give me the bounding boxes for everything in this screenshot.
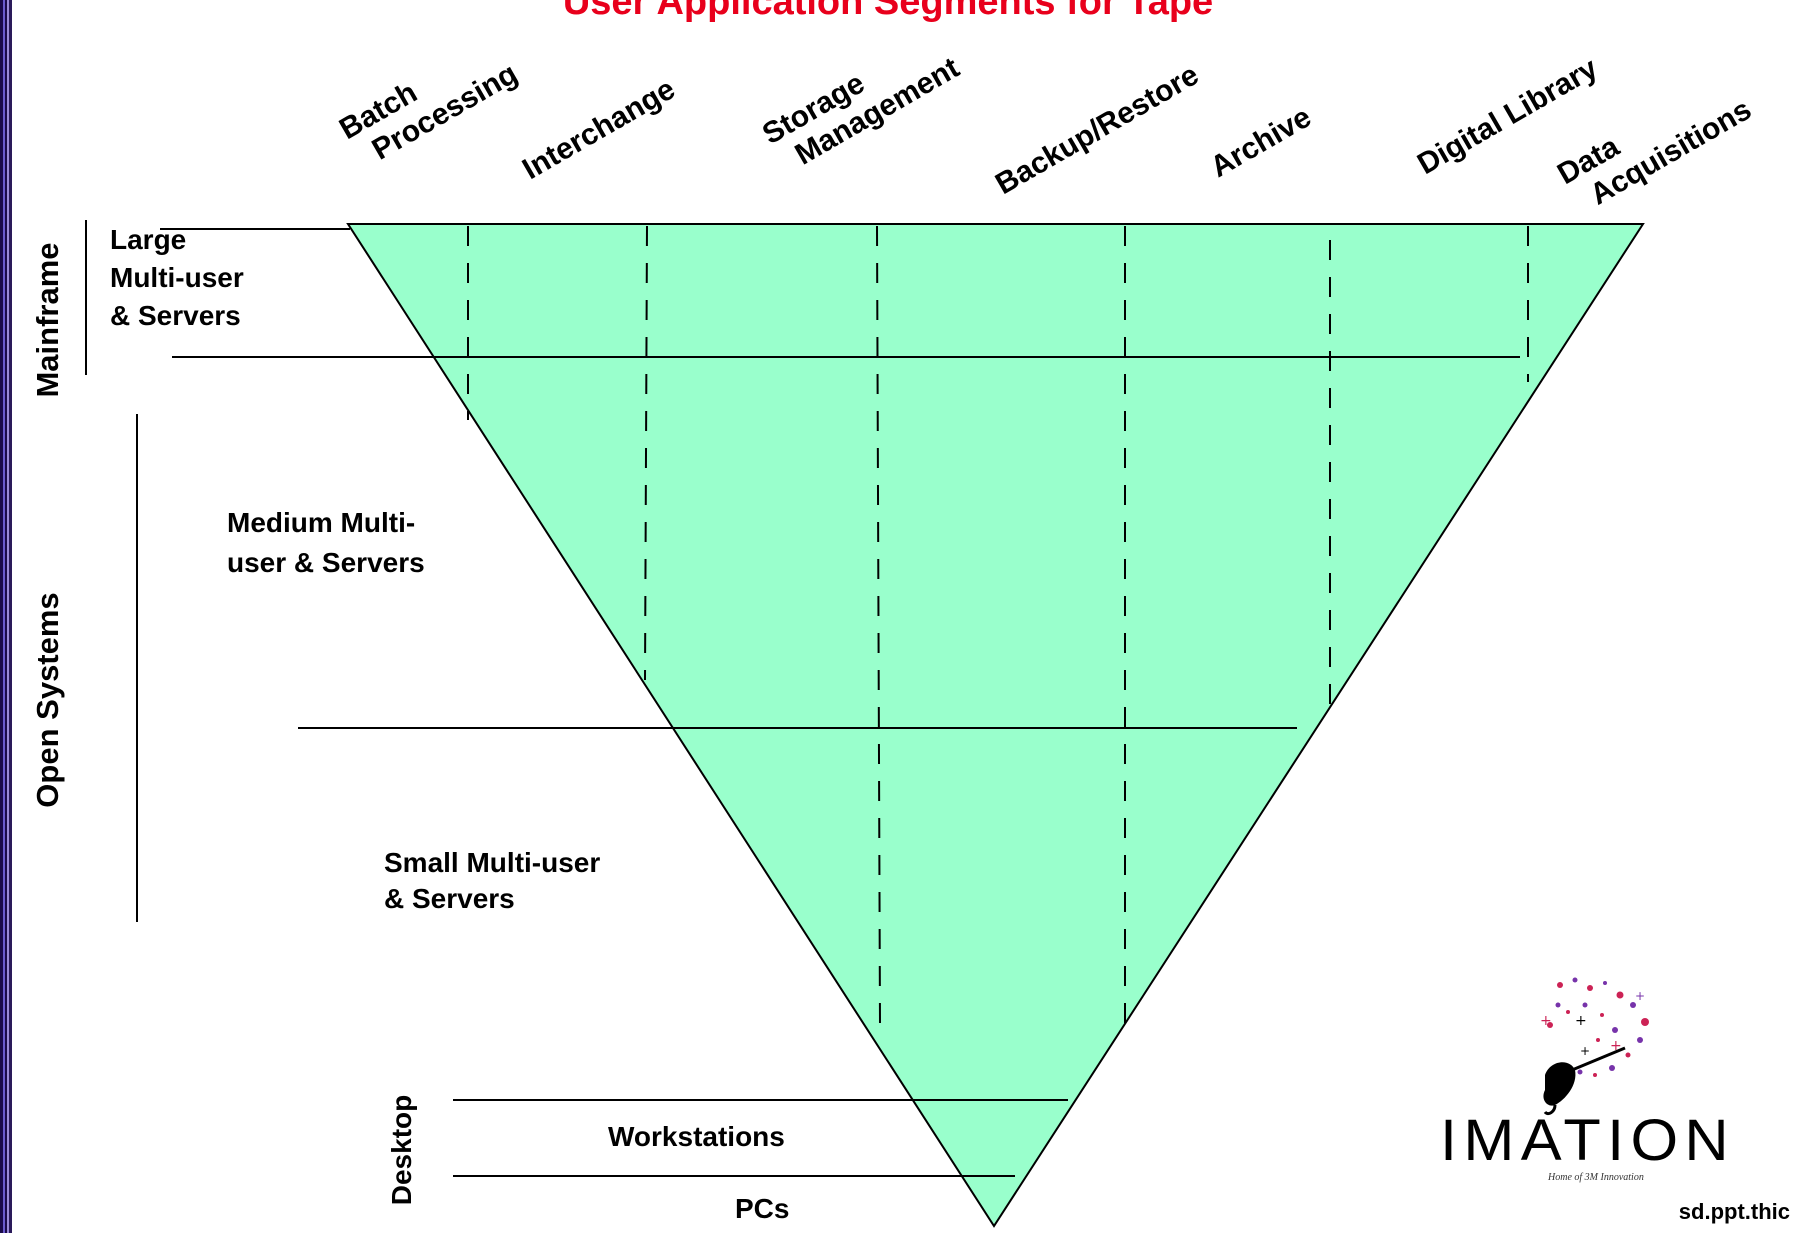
- column-label-storage-management: Storage Management: [757, 51, 965, 171]
- row-label-small-line1: Small Multi-user: [384, 847, 600, 878]
- column-label-interchange-line1: Interchange: [517, 72, 681, 186]
- slide-footer: sd.ppt.thic: [1679, 1199, 1790, 1224]
- svg-text:+: +: [1610, 1038, 1622, 1054]
- left-border-stripe: [0, 0, 12, 1233]
- group-label-open-systems: Open Systems: [30, 592, 65, 807]
- row-label-medium: Medium Multi- user & Servers: [227, 507, 425, 578]
- imation-tagline: Home of 3M Innovation: [1547, 1172, 1644, 1183]
- row-label-small-line2: & Servers: [384, 883, 515, 914]
- column-line-interchange: [644, 225, 648, 681]
- hand-wand-icon: [1543, 1046, 1626, 1116]
- row-label-pcs: PCs: [735, 1193, 789, 1224]
- column-label-archive: Archive: [1205, 100, 1317, 184]
- column-label-archive-line1: Archive: [1205, 100, 1317, 184]
- row-label-workstations: Workstations: [608, 1121, 785, 1152]
- svg-text:+: +: [1575, 1013, 1587, 1029]
- imation-brand-text: IMATION: [1440, 1108, 1735, 1173]
- row-label-large-line1: Large: [110, 224, 186, 255]
- column-label-backup-line1: Backup/Restore: [990, 58, 1204, 201]
- group-label-desktop: Desktop: [386, 1095, 417, 1205]
- row-label-medium-line2: user & Servers: [227, 547, 425, 578]
- slide-title: User Application Segments for Tape: [563, 0, 1213, 23]
- svg-text:+: +: [1580, 1044, 1590, 1058]
- svg-text:+: +: [1635, 989, 1645, 1003]
- imation-logo: + + + + + IMATION Home of 3M Innovation: [1440, 977, 1735, 1183]
- row-label-medium-line1: Medium Multi-: [227, 507, 415, 538]
- group-label-mainframe: Mainframe: [30, 242, 65, 397]
- column-label-batch-processing: Batch Processing: [334, 57, 523, 166]
- svg-text:+: +: [1540, 1013, 1552, 1029]
- row-label-small: Small Multi-user & Servers: [384, 847, 600, 914]
- column-label-backup-restore: Backup/Restore: [990, 58, 1204, 201]
- row-label-large: Large Multi-user & Servers: [110, 224, 244, 331]
- segments-triangle: [346, 223, 1645, 1228]
- column-label-interchange: Interchange: [517, 72, 681, 186]
- row-label-large-line3: & Servers: [110, 300, 241, 331]
- row-label-large-line2: Multi-user: [110, 262, 244, 293]
- sparkle-icon: + + + + +: [1540, 977, 1649, 1077]
